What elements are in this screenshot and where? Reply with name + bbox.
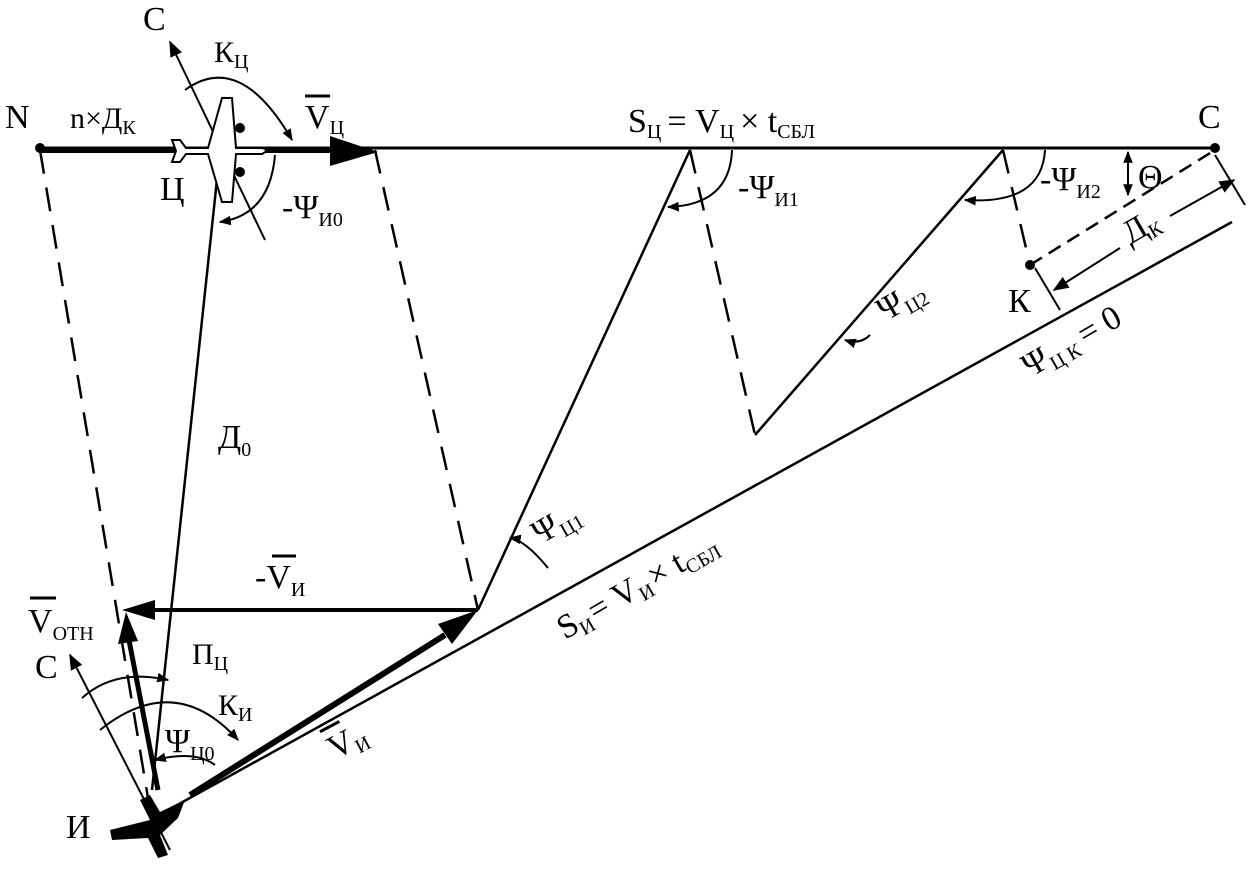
label-d-k: ДК — [1116, 201, 1168, 254]
dashed-mid1 — [688, 149, 757, 436]
bearing-line-1 — [476, 149, 692, 611]
label-s-i: SИ= VИ× tСБЛ — [551, 525, 726, 649]
v-i-arrowhead — [438, 610, 478, 644]
arc-psi-i1 — [666, 149, 733, 212]
label-psi-i2: -ΨИ2 — [1040, 161, 1101, 203]
arc-psi-ts0 — [153, 752, 216, 766]
label-n-dk: n×ДК — [70, 102, 136, 139]
label-s-i-group: SИ= VИ× tСБЛ — [551, 525, 726, 649]
d-k-extension-2 — [1034, 267, 1061, 311]
v-otn-arrowhead — [118, 612, 138, 644]
arc-psi-i2 — [963, 149, 1046, 206]
point-k — [1025, 260, 1035, 270]
target-aircraft-icon — [170, 97, 267, 203]
v-i-vector — [188, 632, 447, 798]
label-v-otn: VОТН — [28, 603, 94, 645]
label-minus-v-i: -VИ — [255, 559, 305, 601]
v-ts-arrowhead — [330, 136, 378, 166]
dashed-c-to-k — [1029, 148, 1216, 267]
label-psi-tsk: ΨЦ К= 0 — [1016, 299, 1130, 388]
arc-k-i — [99, 701, 239, 741]
label-theta: Θ — [1138, 159, 1163, 196]
label-d-k-group: ДК — [1116, 201, 1168, 254]
label-ts: Ц — [160, 171, 185, 208]
arc-psi-ts2 — [843, 334, 871, 348]
dashed-n-to-i — [38, 149, 152, 811]
label-v-i: VИ — [321, 716, 374, 770]
label-psi-ts1-group: ΨЦ1 — [526, 495, 589, 554]
label-north-top: С — [143, 1, 166, 38]
interceptor-track-line — [149, 220, 1233, 822]
arc-psi-i0 — [218, 154, 276, 226]
v-otn-vector — [125, 634, 161, 791]
label-k-i: КИ — [218, 689, 252, 726]
label-d0: Д0 — [218, 419, 251, 461]
label-psi-ts0: ΨЦ0 — [165, 723, 215, 765]
label-v-ts: VЦ — [305, 99, 344, 139]
d0-line — [150, 169, 220, 791]
label-p-ts: ПЦ — [192, 638, 228, 675]
label-psi-i1: -ΨИ1 — [738, 169, 799, 211]
label-point-c: С — [1198, 99, 1221, 136]
label-psi-ts1: ΨЦ1 — [526, 495, 589, 554]
point-c — [1210, 143, 1220, 153]
label-point-i: И — [66, 809, 91, 846]
label-psi-ts2-group: ΨЦ2 — [871, 272, 934, 331]
interceptor-aircraft-icon — [110, 795, 185, 858]
d-k-arrow-lower — [1052, 247, 1121, 291]
dashed-v-ts-tip — [373, 149, 480, 611]
label-psi-ts2: ΨЦ2 — [871, 272, 934, 331]
label-point-k: К — [1008, 283, 1031, 320]
bearing-line-2 — [754, 149, 1004, 436]
arc-p-ts — [81, 672, 170, 699]
v-i-overbar — [319, 720, 341, 734]
arc-psi-ts1 — [508, 534, 549, 569]
d-k-extension-1 — [1214, 154, 1246, 206]
minus-v-i-arrowhead — [122, 600, 155, 620]
label-k-ts: КЦ — [214, 36, 248, 73]
d-k-arrow-upper — [1169, 179, 1236, 217]
label-psi-i0: -ΨИ0 — [282, 189, 343, 231]
label-point-n: N — [5, 99, 30, 136]
point-n — [35, 143, 45, 153]
dashed-mid2 — [1001, 149, 1032, 266]
label-psi-tsk-group: ΨЦ К= 0 — [1016, 299, 1130, 388]
label-s-ts-formula: SЦ= VЦ× tСБЛ — [628, 103, 815, 143]
label-north-bottom: С — [35, 649, 58, 686]
arc-k-ts — [184, 76, 293, 142]
